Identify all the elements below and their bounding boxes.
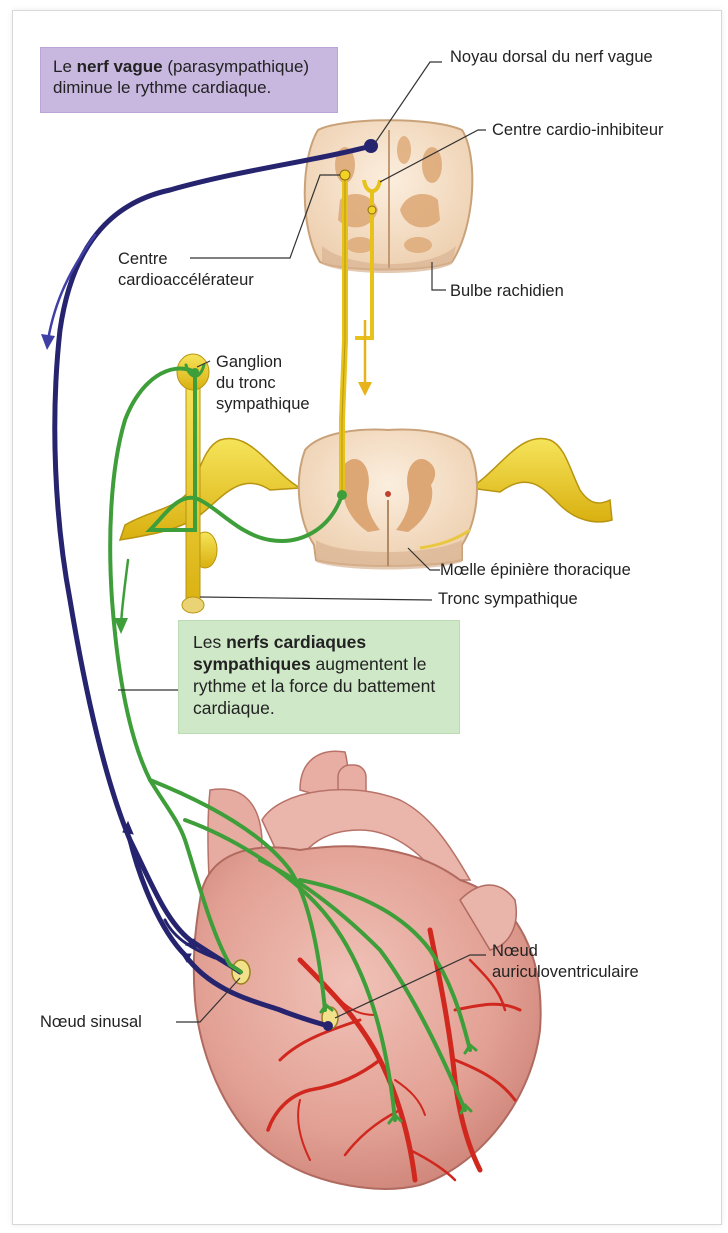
thoracic-spinal-cord bbox=[299, 430, 477, 570]
label-sympathetic-trunk: Tronc sympathique bbox=[438, 589, 578, 610]
sympathetic-callout-prefix: Les bbox=[193, 632, 226, 652]
label-cardio-inhibitory-center: Centre cardio-inhibiteur bbox=[492, 120, 664, 141]
sympathetic-nerves-callout: Les nerfs cardiaques sympathiques augmen… bbox=[178, 620, 460, 734]
label-cardio-accelerator-center: Centre cardioaccélérateur bbox=[118, 249, 254, 291]
label-thoracic-spinal-cord: Mœlle épinière thoracique bbox=[440, 560, 631, 581]
label-sa-node: Nœud sinusal bbox=[40, 1012, 142, 1033]
vagus-callout-prefix: Le bbox=[53, 57, 77, 76]
heart bbox=[194, 751, 541, 1189]
label-sympathetic-ganglion: Ganglion du tronc sympathique bbox=[216, 352, 310, 415]
vagus-nerve-callout: Le nerf vague (parasympathique) diminue … bbox=[40, 47, 338, 113]
label-dorsal-nucleus: Noyau dorsal du nerf vague bbox=[450, 47, 653, 68]
label-medulla: Bulbe rachidien bbox=[450, 281, 564, 302]
label-av-node: Nœud auriculoventriculaire bbox=[492, 941, 639, 983]
medulla-oblongata bbox=[305, 120, 473, 273]
vagus-callout-bold: nerf vague bbox=[77, 57, 163, 76]
